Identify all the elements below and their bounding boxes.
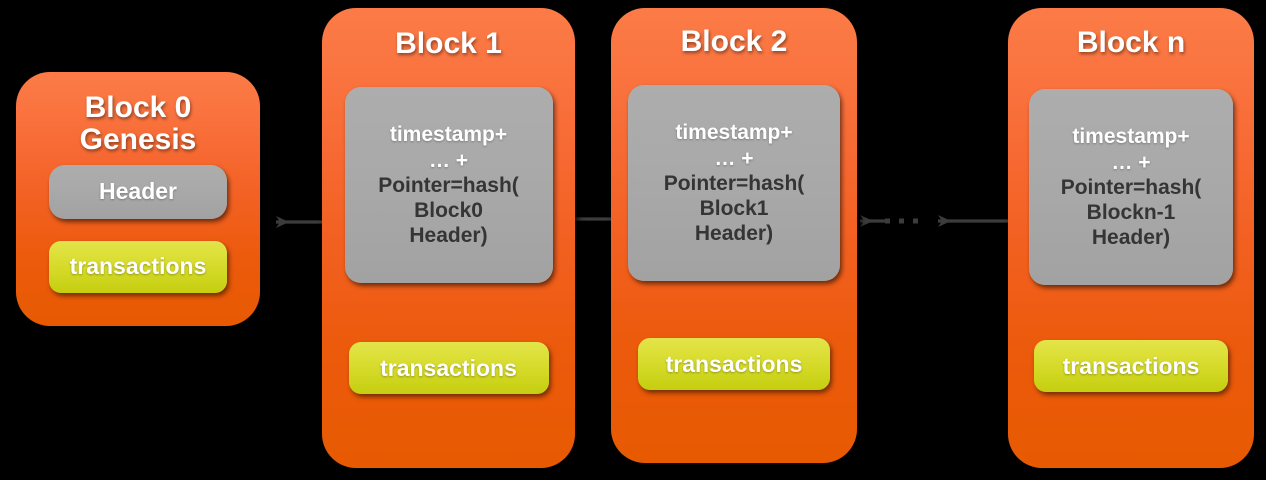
block-n-transactions-box[interactable]: transactions bbox=[1034, 340, 1228, 393]
block-1-transactions-box[interactable]: transactions bbox=[348, 342, 549, 395]
block-n-header-box[interactable]: timestamp+ … + Pointer=hash( Blockn-1 He… bbox=[1029, 89, 1233, 286]
block-1-title-line-1: Block 1 bbox=[395, 27, 502, 60]
block-n-title-line-1: Block n bbox=[1076, 26, 1186, 59]
block-n-header-line-ellipsis: … + bbox=[1111, 150, 1151, 174]
block-2-header-line-timestamp: timestamp+ bbox=[675, 121, 793, 145]
block-2-header-line-pointer: Pointer=hash( bbox=[663, 171, 805, 195]
block-2-header-line-ellipsis: … + bbox=[714, 146, 754, 170]
block-n-header-line-timestamp: timestamp+ bbox=[1072, 125, 1190, 149]
block-0-title-line-2: Genesis bbox=[79, 123, 197, 157]
block-1[interactable]: Block 1 timestamp+ … + Pointer=hash( Blo… bbox=[322, 8, 575, 468]
block-1-transactions-label: transactions bbox=[380, 354, 517, 381]
block-1-title: Block 1 bbox=[322, 27, 575, 60]
block-1-header-line-ref: Block0 bbox=[414, 198, 483, 222]
block-n-header-line-pointer: Pointer=hash( bbox=[1060, 175, 1202, 199]
block-1-header-line-pointer: Pointer=hash( bbox=[378, 173, 519, 197]
block-1-header-line-close: Header) bbox=[409, 224, 488, 248]
block-2-header-box[interactable]: timestamp+ … + Pointer=hash( Block1 Head… bbox=[628, 85, 840, 282]
block-2-title-line-1: Block 2 bbox=[680, 25, 788, 58]
block-2-transactions-box[interactable]: transactions bbox=[638, 338, 830, 391]
block-2[interactable]: Block 2 timestamp+ … + Pointer=hash( Blo… bbox=[611, 8, 857, 463]
block-0-header-box[interactable]: Header bbox=[49, 164, 227, 219]
block-2-header-line-ref: Block1 bbox=[699, 196, 769, 220]
block-0-title-line-1: Block 0 bbox=[84, 91, 192, 124]
block-n[interactable]: Block n timestamp+ … + Pointer=hash( Blo… bbox=[1008, 8, 1254, 468]
block-0[interactable]: Block 0 Genesis Header transactions bbox=[16, 72, 260, 326]
block-n-title: Block n bbox=[1008, 26, 1254, 59]
block-0-transactions-box[interactable]: transactions bbox=[49, 240, 227, 293]
block-1-header-line-ellipsis: … + bbox=[428, 148, 469, 172]
block-n-header-line-close: Header) bbox=[1091, 226, 1171, 250]
block-2-transactions-label: transactions bbox=[665, 350, 803, 377]
block-1-header-box[interactable]: timestamp+ … + Pointer=hash( Block0 Head… bbox=[344, 87, 553, 284]
block-1-header-line-timestamp: timestamp+ bbox=[389, 123, 508, 147]
block-n-header-line-ref: Blockn-1 bbox=[1086, 200, 1176, 224]
block-2-header-line-close: Header) bbox=[694, 222, 774, 246]
block-0-title: Block 0 Genesis bbox=[16, 91, 260, 157]
block-0-transactions-label: transactions bbox=[69, 253, 207, 280]
block-0-header-label: Header bbox=[99, 177, 177, 204]
block-2-title: Block 2 bbox=[611, 25, 857, 58]
block-n-transactions-label: transactions bbox=[1062, 352, 1200, 379]
